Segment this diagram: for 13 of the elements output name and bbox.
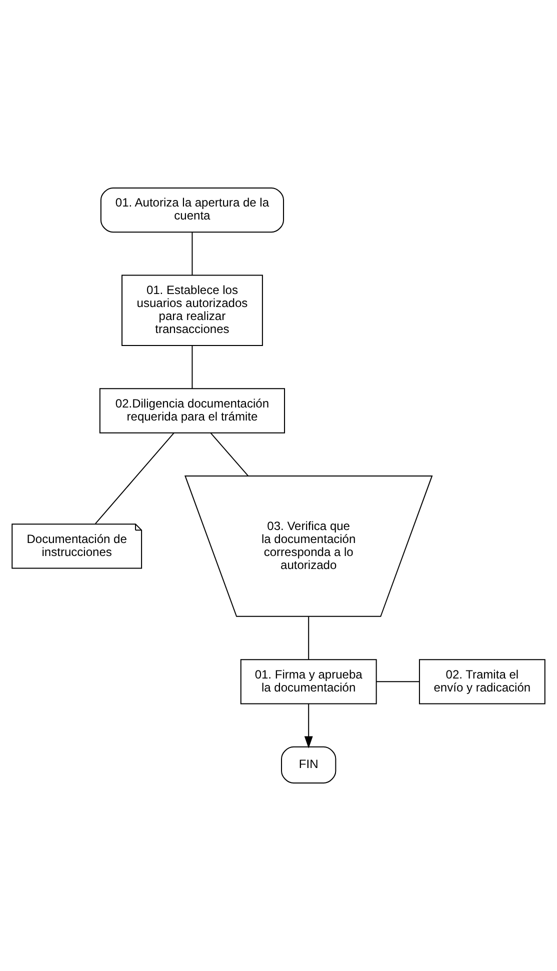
connector	[376, 681, 420, 682]
connector	[210, 432, 249, 476]
connector	[192, 232, 193, 275]
node-box: 01. Autoriza la apertura de la cuenta	[100, 188, 284, 233]
node-box: 02. Tramita el envío y radicación	[418, 659, 546, 704]
connector	[95, 432, 174, 524]
node-box: 01. Firma y aprueba la documentación	[240, 659, 377, 704]
connector	[192, 346, 193, 389]
connector	[308, 616, 310, 660]
node-box: 02.Diligencia documentación requerida para el trámite	[99, 388, 286, 434]
node-box: FIN	[281, 746, 336, 784]
node-box: 01. Establece los usuarios autorizados para realizar transacciones	[121, 274, 263, 346]
arrow	[304, 704, 313, 748]
